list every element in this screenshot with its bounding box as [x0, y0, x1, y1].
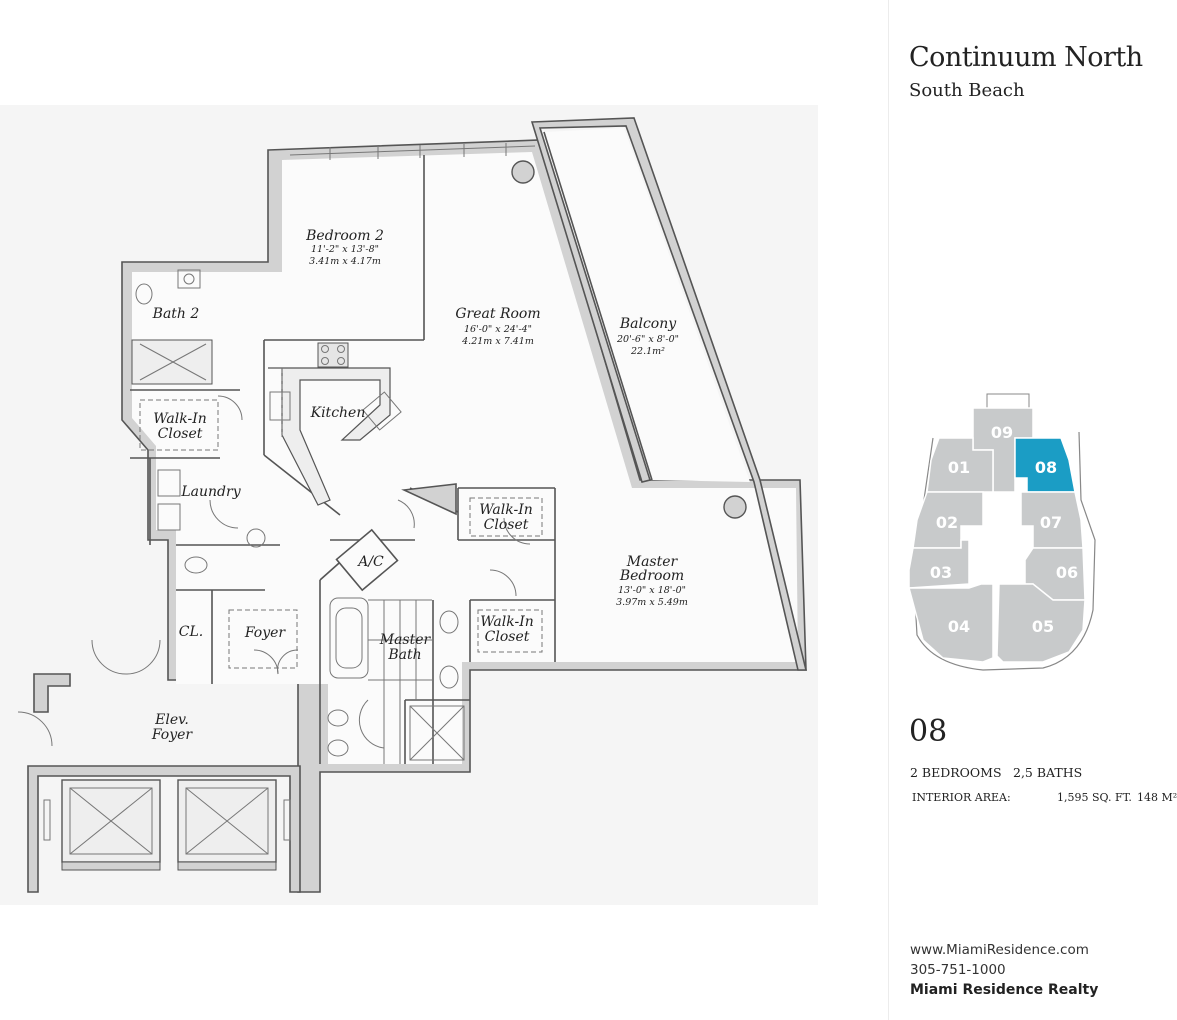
- balcony-glass: [543, 131, 653, 481]
- bath2-fixtures: [131, 269, 213, 385]
- company-name: Miami Residence Realty: [910, 982, 1099, 998]
- door-swings: [17, 395, 531, 749]
- floor-plan-area: Bedroom 2 11'-2" x 13'-8" 3.41m x 4.17m …: [17, 117, 808, 893]
- building-outline: [912, 431, 1096, 671]
- website-link[interactable]: www.MiamiResidence.com: [910, 942, 1089, 958]
- floor-keyplan: 09 01 08 02 07 03 06 04 05: [908, 393, 1096, 671]
- room-name-bedroom-2: Bedroom 2: [305, 228, 384, 244]
- interior-area-sqft: 1,595 SQ. FT.: [1057, 791, 1132, 804]
- balcony-floor: [544, 128, 750, 482]
- room-name-closet: CL.: [179, 624, 203, 640]
- top-windows: [289, 143, 536, 160]
- room-name-great-room: Great Room: [455, 306, 540, 322]
- keyplan-label-05: 05: [1032, 617, 1054, 636]
- interior-floor: [132, 152, 798, 764]
- room-name-master-bedroom: Master: [626, 554, 679, 570]
- room-dim-imperial: 11'-2" x 13'-8": [311, 244, 379, 255]
- room-dim-imperial: 13'-0" x 18'-0": [618, 585, 686, 596]
- room-labels: Bedroom 2 11'-2" x 13'-8" 3.41m x 4.17m …: [151, 228, 688, 743]
- room-name-elev-foyer: Elev.: [154, 712, 189, 728]
- keyplan-label-03: 03: [930, 563, 952, 582]
- info-sidebar: Continuum North South Beach 09 01 08 02 …: [888, 0, 1177, 1020]
- closet-outline: [477, 609, 543, 653]
- room-dim-metric: 3.41m x 4.17m: [309, 256, 381, 267]
- unit-bedrooms: 2 BEDROOMS: [910, 765, 1002, 780]
- room-dim-metric: 22.1m²: [630, 346, 665, 357]
- keyplan-label-08: 08: [1035, 458, 1057, 477]
- unit-baths: 2,5 BATHS: [1013, 765, 1083, 780]
- balcony-rail: [530, 117, 808, 671]
- room-name-ac: A/C: [356, 554, 384, 570]
- keyplan-unit-04: [908, 583, 994, 663]
- keyplan-unit-03: [908, 539, 970, 589]
- room-name-walk-in-closet-3-line2: Closet: [485, 629, 530, 645]
- room-name-walk-in-closet-1-line2: Closet: [158, 426, 203, 442]
- room-name-walk-in-closet-2-line2: Closet: [484, 517, 529, 533]
- keyplan-label-06: 06: [1056, 563, 1078, 582]
- washer: [157, 469, 181, 497]
- master-bath-fixtures: [327, 597, 465, 764]
- room-name-master-bedroom-line2: Bedroom: [619, 568, 684, 584]
- building-name: Continuum North: [909, 42, 1143, 73]
- floor-plan-drawing: Bedroom 2 11'-2" x 13'-8" 3.41m x 4.17m …: [17, 117, 808, 893]
- foyer-wall: [33, 673, 71, 713]
- building-location: South Beach: [909, 80, 1025, 101]
- toilet: [184, 556, 208, 574]
- keyplan-label-09: 09: [991, 423, 1013, 442]
- closet-outline: [469, 497, 543, 537]
- room-dim-metric: 3.97m x 5.49m: [616, 597, 688, 608]
- column: [511, 160, 535, 184]
- unit-number: 08: [909, 714, 948, 749]
- keyplan-unit-05: [996, 583, 1086, 663]
- room-name-foyer: Foyer: [244, 625, 287, 641]
- room-name-elev-foyer-line2: Foyer: [151, 727, 194, 743]
- elevators: [43, 779, 291, 871]
- room-name-master-bath-line2: Bath: [387, 647, 421, 663]
- room-name-walk-in-closet-3: Walk-In: [480, 614, 534, 630]
- column: [723, 495, 747, 519]
- keyplan-unit-02: [912, 491, 984, 549]
- room-name-balcony: Balcony: [619, 316, 677, 332]
- keyplan-label-07: 07: [1040, 513, 1062, 532]
- interior-area-m2: 148 M²: [1137, 791, 1177, 804]
- foyer-outline: [228, 609, 298, 669]
- room-name-master-bath: Master: [379, 632, 432, 648]
- room-name-bath-2: Bath 2: [152, 306, 200, 322]
- room-dim-metric: 4.21m x 7.41m: [461, 336, 534, 347]
- ac-closet: [335, 528, 399, 592]
- room-name-laundry: Laundry: [180, 484, 241, 500]
- keyplan-label-02: 02: [936, 513, 958, 532]
- keyplan-label-04: 04: [948, 617, 970, 636]
- room-name-walk-in-closet-2: Walk-In: [479, 502, 533, 518]
- building-outline: [986, 393, 1030, 409]
- room-name-kitchen: Kitchen: [310, 405, 366, 421]
- interior-area-label: INTERIOR AREA:: [912, 791, 1011, 804]
- room-dim-imperial: 20'-6" x 8'-0": [616, 334, 679, 345]
- room-name-walk-in-closet-1: Walk-In: [153, 411, 207, 427]
- phone-number[interactable]: 305-751-1000: [910, 962, 1006, 978]
- dryer: [157, 503, 181, 531]
- room-dim-imperial: 16'-0" x 24'-4": [464, 324, 532, 335]
- wall-wedge: [401, 483, 457, 516]
- sink: [246, 528, 266, 548]
- kitchen-counters: [268, 342, 402, 506]
- keyplan-label-01: 01: [948, 458, 970, 477]
- keyplan-unit-01: [926, 437, 994, 493]
- elevator-wall: [27, 765, 301, 893]
- building-core: [973, 500, 1013, 584]
